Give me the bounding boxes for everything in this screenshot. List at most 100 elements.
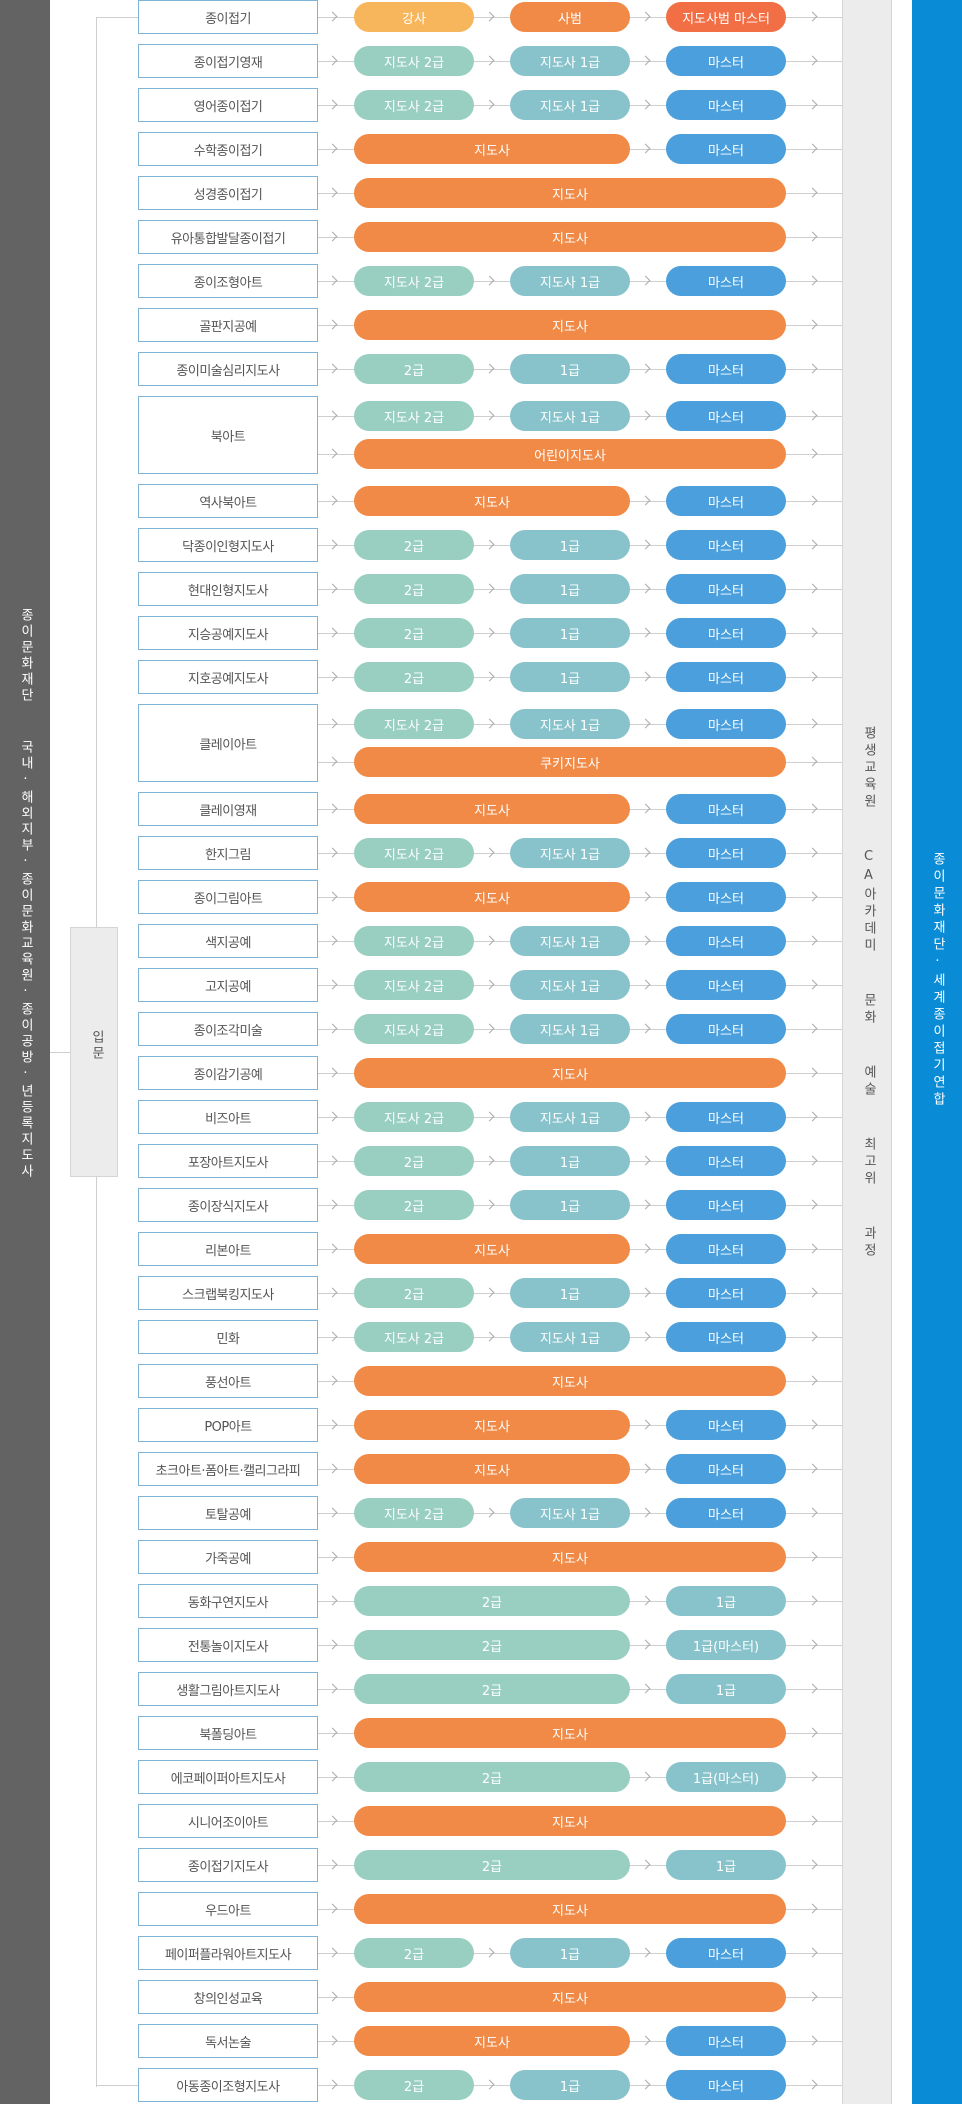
level-pill[interactable]: 2급: [354, 354, 474, 384]
level-pill[interactable]: 지도사 2급: [354, 970, 474, 1000]
level-pill[interactable]: 지도사: [354, 1894, 786, 1924]
level-pill[interactable]: 2급: [354, 1146, 474, 1176]
level-pill[interactable]: 지도사: [354, 178, 786, 208]
level-pill[interactable]: 지도사 2급: [354, 1014, 474, 1044]
level-pill[interactable]: 마스터: [666, 618, 786, 648]
course-name-box[interactable]: 종이접기지도사: [138, 1848, 318, 1882]
level-pill[interactable]: 1급: [510, 1190, 630, 1220]
level-pill[interactable]: 지도사 2급: [354, 838, 474, 868]
level-pill[interactable]: 2급: [354, 1762, 630, 1792]
level-pill[interactable]: 지도사: [354, 794, 630, 824]
course-name-box[interactable]: 종이그림아트: [138, 880, 318, 914]
level-pill[interactable]: 마스터: [666, 1454, 786, 1484]
level-pill[interactable]: 마스터: [666, 1278, 786, 1308]
course-name-box[interactable]: 종이접기: [138, 0, 318, 34]
level-pill[interactable]: 마스터: [666, 882, 786, 912]
level-pill[interactable]: 1급: [666, 1674, 786, 1704]
course-name-box[interactable]: 토탈공예: [138, 1496, 318, 1530]
course-name-box[interactable]: 우드아트: [138, 1892, 318, 1926]
course-name-box[interactable]: 종이감기공예: [138, 1056, 318, 1090]
course-name-box[interactable]: 리본아트: [138, 1232, 318, 1266]
level-pill[interactable]: 마스터: [666, 1014, 786, 1044]
level-pill[interactable]: 사범: [510, 2, 630, 32]
level-pill[interactable]: 지도사 2급: [354, 1498, 474, 1528]
level-pill[interactable]: 강사: [354, 2, 474, 32]
level-pill[interactable]: 마스터: [666, 709, 786, 739]
level-pill[interactable]: 1급(마스터): [666, 1762, 786, 1792]
level-pill[interactable]: 마스터: [666, 1938, 786, 1968]
course-name-box[interactable]: 유아통합발달종이접기: [138, 220, 318, 254]
level-pill[interactable]: 마스터: [666, 926, 786, 956]
level-pill[interactable]: 지도사: [354, 1058, 786, 1088]
course-name-box[interactable]: 종이미술심리지도사: [138, 352, 318, 386]
course-name-box[interactable]: 북아트: [138, 396, 318, 474]
level-pill[interactable]: 지도사 2급: [354, 266, 474, 296]
level-pill[interactable]: 2급: [354, 530, 474, 560]
course-name-box[interactable]: 가죽공예: [138, 1540, 318, 1574]
level-pill[interactable]: 지도사 2급: [354, 1102, 474, 1132]
course-name-box[interactable]: 에코페이퍼아트지도사: [138, 1760, 318, 1794]
course-name-box[interactable]: 민화: [138, 1320, 318, 1354]
level-pill[interactable]: 2급: [354, 2070, 474, 2100]
level-pill[interactable]: 마스터: [666, 134, 786, 164]
level-pill[interactable]: 지도사 2급: [354, 709, 474, 739]
level-pill[interactable]: 지도사: [354, 1410, 630, 1440]
level-pill[interactable]: 1급: [666, 1850, 786, 1880]
level-pill[interactable]: 지도사: [354, 882, 630, 912]
level-pill[interactable]: 2급: [354, 1674, 630, 1704]
course-name-box[interactable]: 클레이영재: [138, 792, 318, 826]
level-pill[interactable]: 지도사 1급: [510, 1014, 630, 1044]
level-pill[interactable]: 지도사: [354, 310, 786, 340]
level-pill[interactable]: 지도사: [354, 2026, 630, 2056]
course-name-box[interactable]: 풍선아트: [138, 1364, 318, 1398]
level-pill[interactable]: 지도사 1급: [510, 970, 630, 1000]
level-pill[interactable]: 쿠키지도사: [354, 747, 786, 777]
level-pill[interactable]: 마스터: [666, 1410, 786, 1440]
course-name-box[interactable]: 닥종이인형지도사: [138, 528, 318, 562]
course-name-box[interactable]: 현대인형지도사: [138, 572, 318, 606]
level-pill[interactable]: 1급: [666, 1586, 786, 1616]
level-pill[interactable]: 2급: [354, 1938, 474, 1968]
level-pill[interactable]: 마스터: [666, 90, 786, 120]
course-name-box[interactable]: 생활그림아트지도사: [138, 1672, 318, 1706]
level-pill[interactable]: 2급: [354, 1850, 630, 1880]
level-pill[interactable]: 지도사: [354, 1982, 786, 2012]
level-pill[interactable]: 지도사: [354, 486, 630, 516]
course-name-box[interactable]: 종이조각미술: [138, 1012, 318, 1046]
course-name-box[interactable]: 동화구연지도사: [138, 1584, 318, 1618]
level-pill[interactable]: 마스터: [666, 530, 786, 560]
level-pill[interactable]: 지도사 1급: [510, 838, 630, 868]
course-name-box[interactable]: 성경종이접기: [138, 176, 318, 210]
course-name-box[interactable]: 시니어조이아트: [138, 1804, 318, 1838]
level-pill[interactable]: 지도사 2급: [354, 1322, 474, 1352]
level-pill[interactable]: 마스터: [666, 266, 786, 296]
level-pill[interactable]: 마스터: [666, 970, 786, 1000]
level-pill[interactable]: 1급: [510, 618, 630, 648]
level-pill[interactable]: 지도사 1급: [510, 401, 630, 431]
level-pill[interactable]: 마스터: [666, 486, 786, 516]
level-pill[interactable]: 마스터: [666, 1190, 786, 1220]
level-pill[interactable]: 2급: [354, 1630, 630, 1660]
course-name-box[interactable]: 비즈아트: [138, 1100, 318, 1134]
level-pill[interactable]: 1급: [510, 662, 630, 692]
course-name-box[interactable]: 독서논술: [138, 2024, 318, 2058]
level-pill[interactable]: 1급: [510, 1146, 630, 1176]
level-pill[interactable]: 지도사: [354, 1234, 630, 1264]
level-pill[interactable]: 2급: [354, 662, 474, 692]
level-pill[interactable]: 지도사 2급: [354, 90, 474, 120]
level-pill[interactable]: 지도사범 마스터: [666, 2, 786, 32]
level-pill[interactable]: 마스터: [666, 662, 786, 692]
level-pill[interactable]: 2급: [354, 1278, 474, 1308]
level-pill[interactable]: 지도사 1급: [510, 266, 630, 296]
course-name-box[interactable]: 골판지공예: [138, 308, 318, 342]
level-pill[interactable]: 마스터: [666, 1234, 786, 1264]
level-pill[interactable]: 지도사 1급: [510, 926, 630, 956]
course-name-box[interactable]: 포장아트지도사: [138, 1144, 318, 1178]
course-name-box[interactable]: 종이접기영재: [138, 44, 318, 78]
course-name-box[interactable]: 지호공예지도사: [138, 660, 318, 694]
level-pill[interactable]: 지도사 2급: [354, 401, 474, 431]
course-name-box[interactable]: 북폴딩아트: [138, 1716, 318, 1750]
level-pill[interactable]: 지도사 1급: [510, 709, 630, 739]
level-pill[interactable]: 1급: [510, 2070, 630, 2100]
course-name-box[interactable]: POP아트: [138, 1408, 318, 1442]
